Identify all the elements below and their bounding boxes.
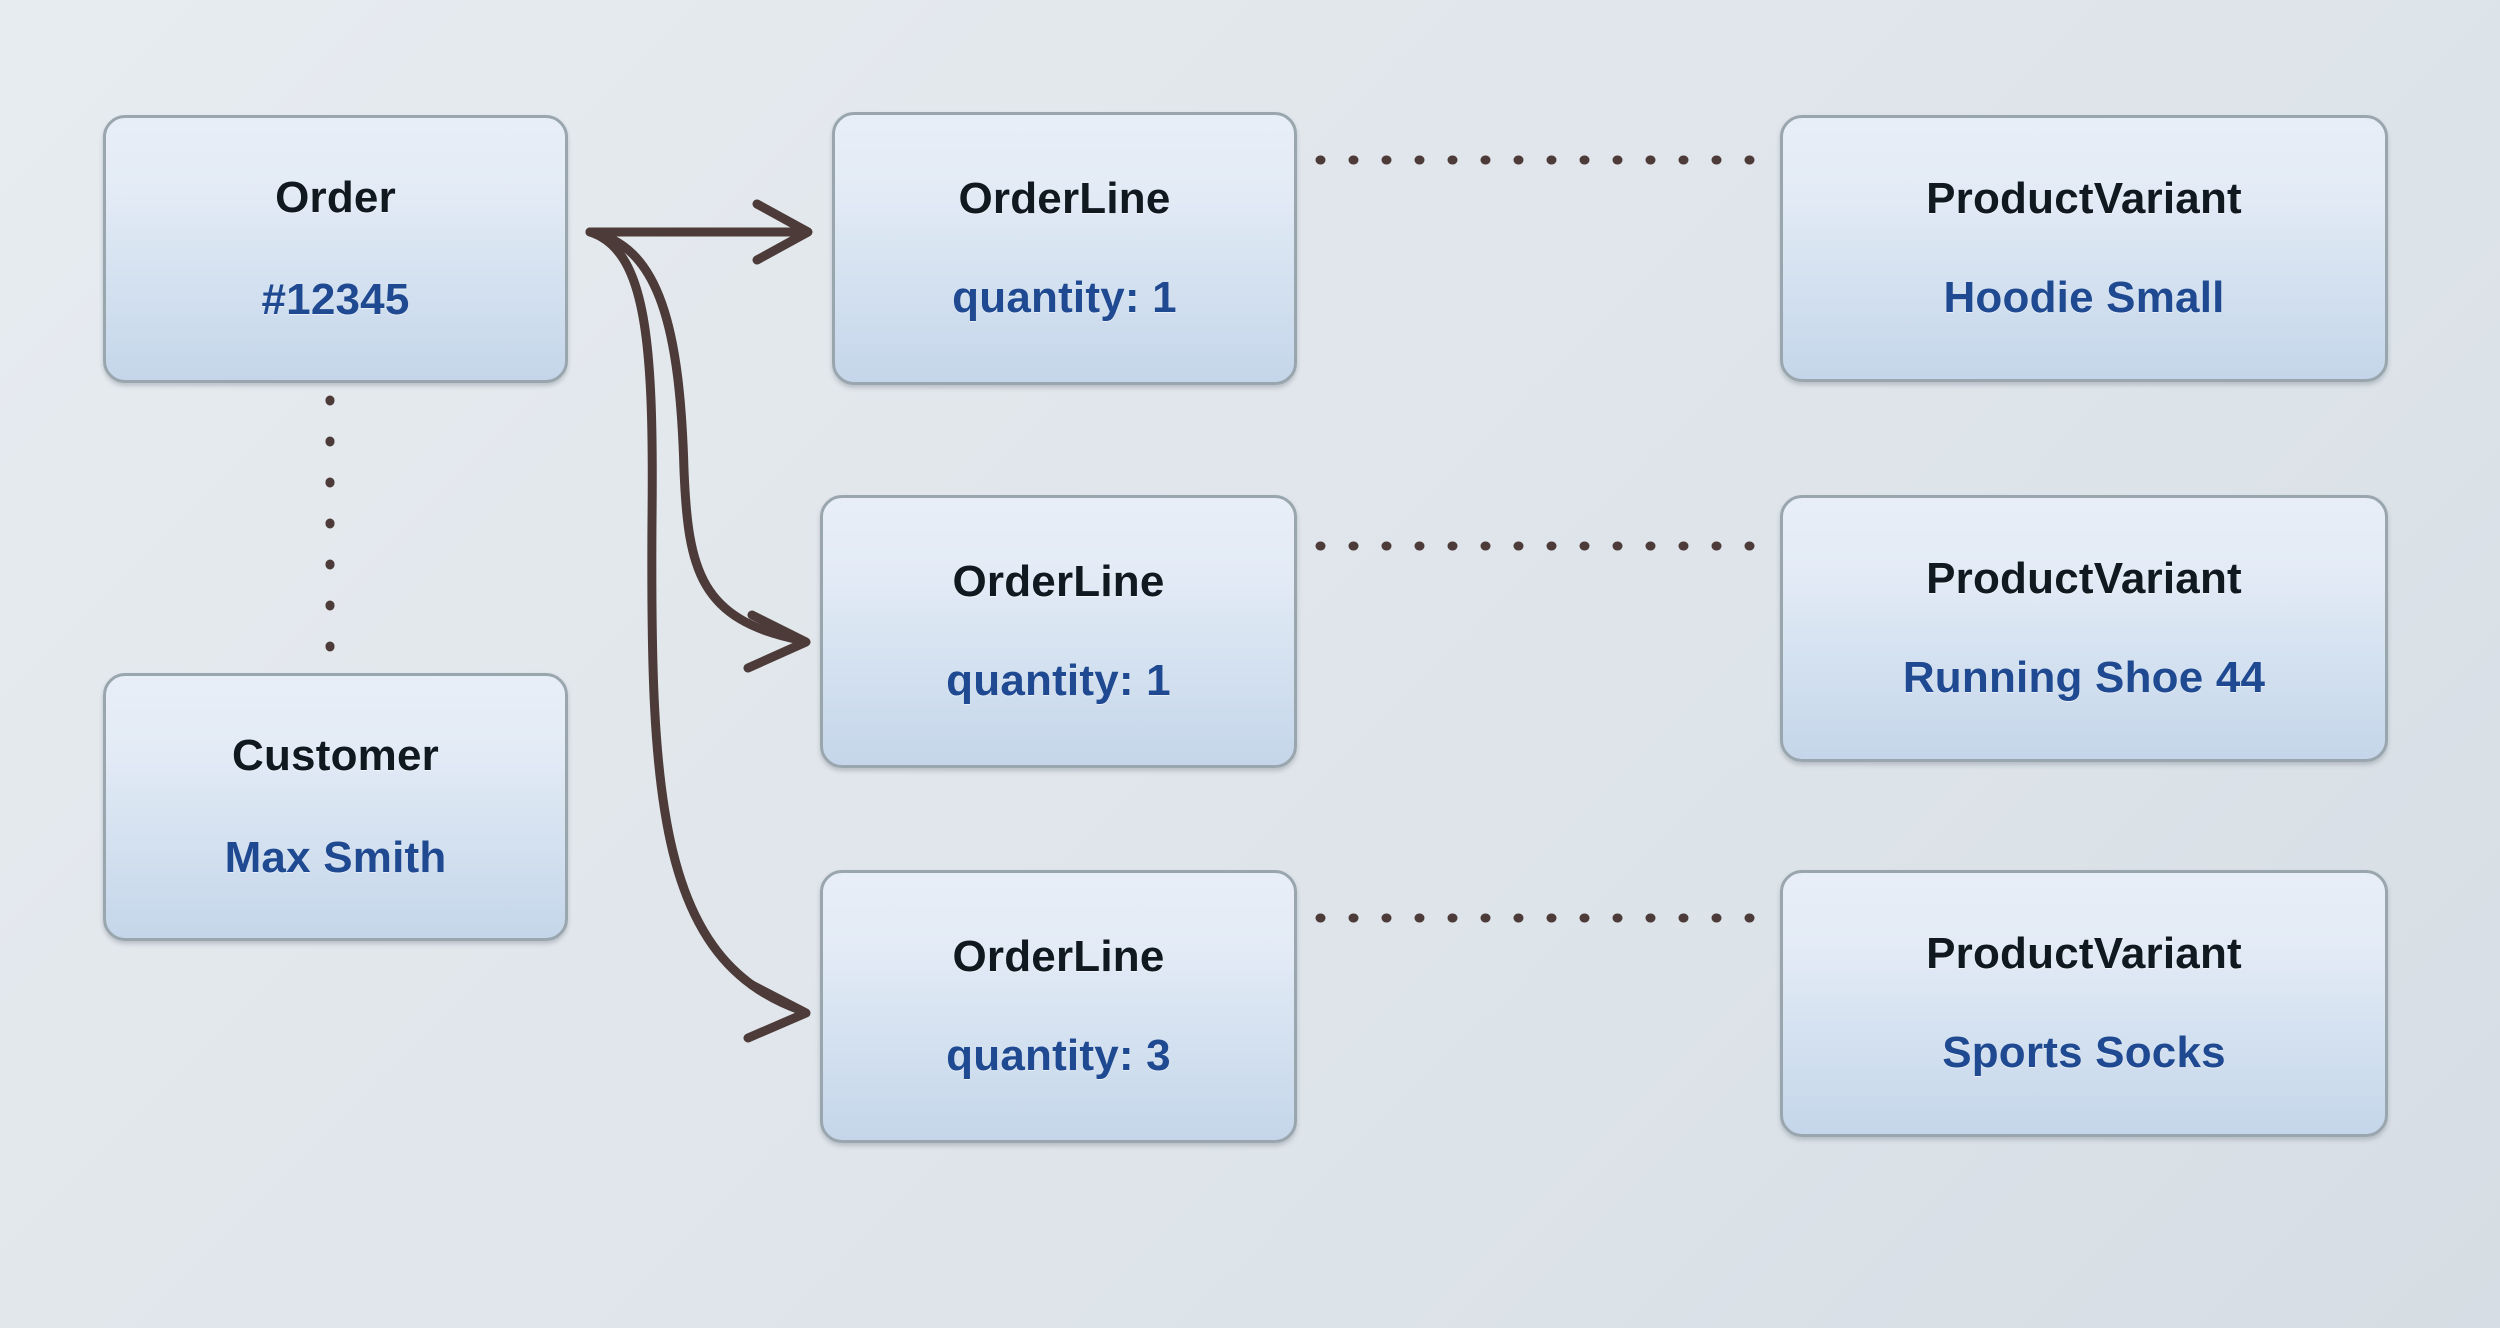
customer-node-subtitle: Max Smith bbox=[224, 833, 447, 882]
orderline-node-1-subtitle: quantity: 1 bbox=[952, 272, 1177, 322]
arrow-order-to-orderline-1 bbox=[585, 199, 813, 265]
productvariant-node-3[interactable]: ProductVariant Sports Socks bbox=[1780, 870, 2388, 1137]
arrow-order-to-orderline-2 bbox=[585, 227, 811, 673]
orderline-node-2-title: OrderLine bbox=[952, 557, 1165, 607]
productvariant-node-3-subtitle: Sports Socks bbox=[1942, 1027, 2226, 1077]
order-node-title: Order bbox=[275, 172, 396, 222]
order-node[interactable]: Order #12345 bbox=[103, 115, 568, 383]
productvariant-node-2-subtitle: Running Shoe 44 bbox=[1902, 652, 2266, 702]
productvariant-node-2[interactable]: ProductVariant Running Shoe 44 bbox=[1780, 495, 2388, 762]
productvariant-node-1-subtitle: Hoodie Small bbox=[1943, 272, 2225, 322]
order-node-subtitle: #12345 bbox=[261, 275, 410, 324]
productvariant-node-1-title: ProductVariant bbox=[1926, 174, 2242, 224]
arrow-order-to-orderline-3 bbox=[585, 227, 811, 1043]
orderline-node-2-subtitle: quantity: 1 bbox=[946, 655, 1171, 705]
orderline-node-3-title: OrderLine bbox=[952, 932, 1165, 982]
orderline-node-1[interactable]: OrderLine quantity: 1 bbox=[832, 112, 1297, 385]
orderline-node-1-title: OrderLine bbox=[958, 174, 1171, 224]
productvariant-node-2-title: ProductVariant bbox=[1926, 554, 2242, 604]
customer-node-title: Customer bbox=[232, 730, 439, 780]
customer-node[interactable]: Customer Max Smith bbox=[103, 673, 568, 941]
productvariant-node-3-title: ProductVariant bbox=[1926, 929, 2242, 979]
orderline-node-2[interactable]: OrderLine quantity: 1 bbox=[820, 495, 1297, 768]
productvariant-node-1[interactable]: ProductVariant Hoodie Small bbox=[1780, 115, 2388, 382]
orderline-node-3-subtitle: quantity: 3 bbox=[946, 1030, 1171, 1080]
orderline-node-3[interactable]: OrderLine quantity: 3 bbox=[820, 870, 1297, 1143]
